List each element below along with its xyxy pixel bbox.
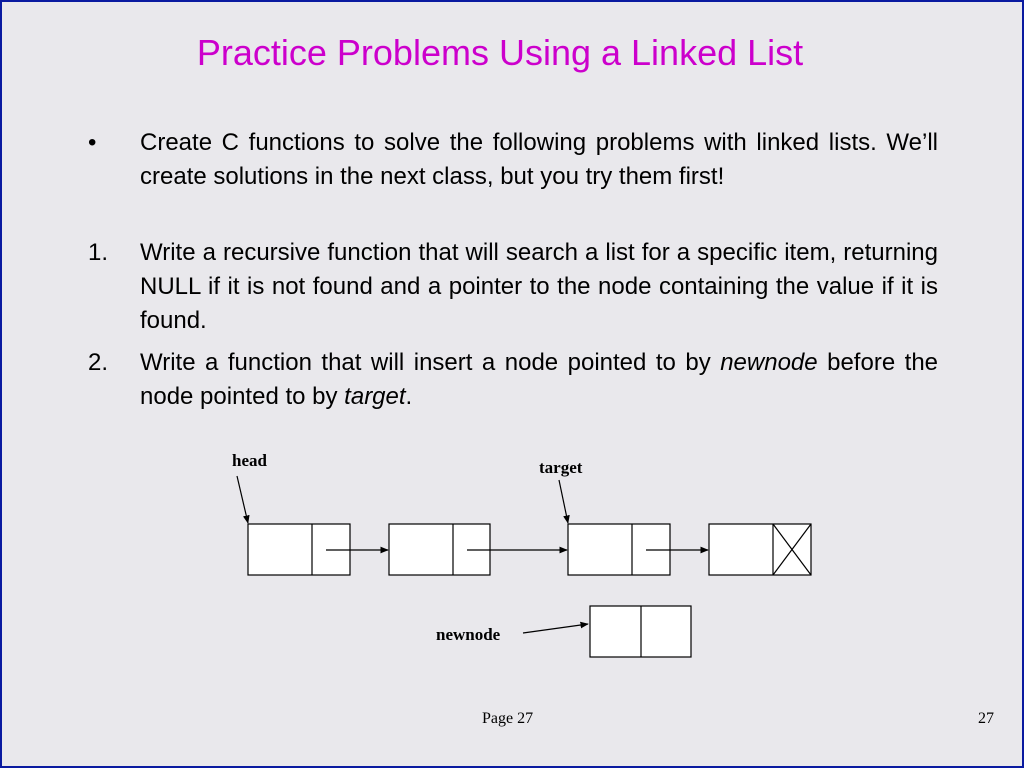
footer-page-label: Page 27 [482,710,534,727]
newnode-pointer-arrow [522,621,589,634]
head-pointer-arrow [236,475,250,524]
footer-page-number: 27 [978,710,994,727]
item-1-marker: 1. [88,239,109,266]
bullet-marker: • [88,129,97,156]
slide-title-text: Practice Problems Using a Linked List [196,32,804,73]
newnode-box [589,605,692,658]
newnode-label: newnode [436,625,501,644]
list-node-4 [708,523,812,576]
item-2-text-before: Write a function that will insert a node… [140,349,721,376]
head-label: head [232,451,268,470]
bullet-text: Create C functions to solve the followin… [140,129,938,190]
item-2-text-middle: before the node pointed to by [140,349,939,410]
slide-title: Practice Problems Using a Linked List [2,32,1022,74]
item-2-newnode-italic: newnode [720,349,818,376]
item-1-text: Write a recursive function that will sea… [140,239,938,334]
item-2-text-after: . [405,383,413,410]
item-2-text: Write a function that will insert a node… [140,346,938,414]
item-2-marker: 2. [88,349,109,376]
item-2-target-italic: target [344,383,406,410]
target-label: target [539,458,583,477]
target-pointer-arrow [558,479,570,524]
